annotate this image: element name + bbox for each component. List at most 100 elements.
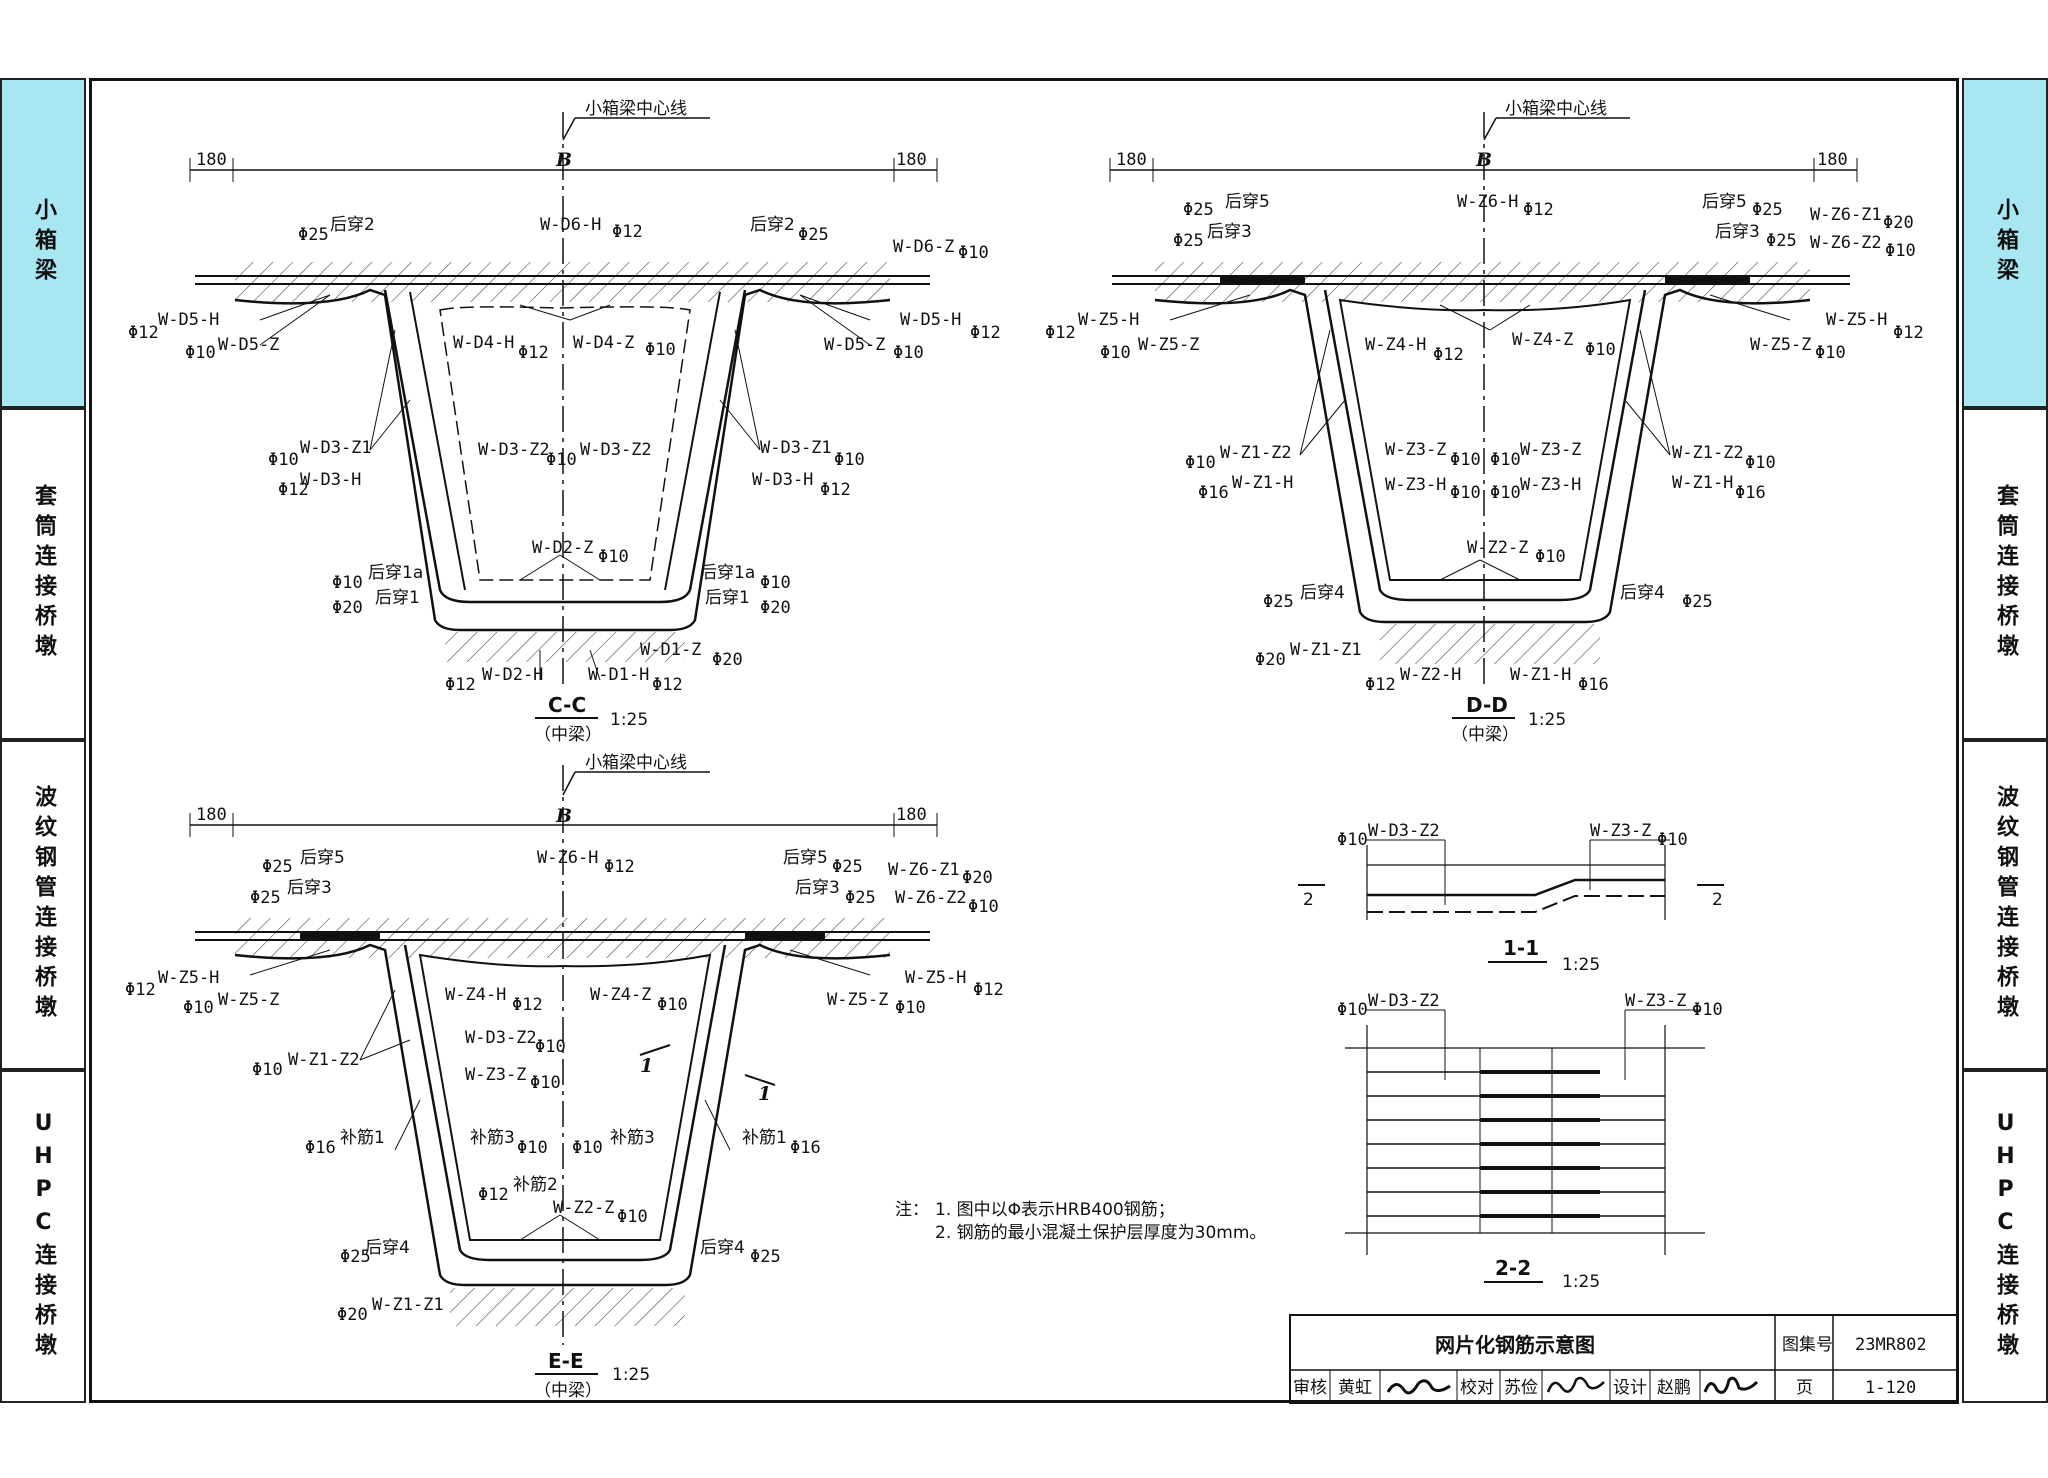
label: W-D2-Z [532,538,593,558]
label: Φ10 [1535,547,1566,567]
label: 后穿3 [1207,222,1252,242]
label: Φ12 [125,980,156,1000]
design-label: 设计 [1613,1378,1647,1398]
label: Φ10 [1745,453,1776,473]
page-no: 1-120 [1865,1378,1916,1398]
label: 补筋3 [470,1128,515,1148]
label: Φ12 [518,343,549,363]
label: W-Z5-H [158,968,219,988]
label: Φ12 [512,995,543,1015]
label: Φ10 [1185,453,1216,473]
label: W-Z1-H [1232,473,1293,493]
label: Φ10 [572,1138,603,1158]
side-tab-right-taotong[interactable]: 套筒连接桥墩 [1962,408,2048,740]
label: 补筋2 [513,1175,558,1195]
label: Φ10 [598,547,629,567]
label: W-D4-Z [573,333,634,353]
side-tab-right-bowen[interactable]: 波纹钢管连接桥墩 [1962,740,2048,1070]
side-tab-label: UHPC连接桥墩 [31,1110,56,1363]
label: W-Z3-Z [1590,821,1651,841]
section-scale: 1:25 [612,1365,650,1385]
notes-head: 注： [895,1200,929,1220]
label: 后穿2 [330,215,375,235]
dim-edge: 180 [1116,150,1147,170]
label: Φ25 [262,857,293,877]
label: Φ20 [332,598,363,618]
label: Φ12 [820,480,851,500]
label: Φ25 [750,1247,781,1267]
side-tab-label: 小箱梁 [1993,198,2018,288]
label: Φ12 [445,675,476,695]
dim-width: B [555,149,572,171]
label: W-D6-H [540,215,601,235]
label: Φ12 [652,675,683,695]
side-tab-right-uhpc[interactable]: UHPC连接桥墩 [1962,1070,2048,1403]
label: Φ25 [1263,592,1294,612]
label: 后穿1a [368,563,423,583]
label: W-D3-Z2 [1368,821,1440,841]
checker: 苏俭 [1504,1378,1538,1398]
label: 后穿5 [1702,192,1747,212]
signature-checker [1546,1376,1605,1393]
label: W-Z3-Z [465,1065,526,1085]
label: Φ12 [604,857,635,877]
label: 后穿4 [700,1238,745,1258]
section-scale: 1:25 [1562,1272,1600,1292]
label: 补筋3 [610,1128,655,1148]
side-tab-label: 小箱梁 [31,198,56,288]
designer: 赵鹏 [1657,1378,1691,1398]
label: 后穿2 [750,215,795,235]
drawing-title: 网片化钢筋示意图 [1435,1333,1595,1357]
label: W-Z1-Z1 [372,1295,444,1315]
dim-edge: 180 [1817,150,1848,170]
side-tab-left-taotong[interactable]: 套筒连接桥墩 [0,408,86,740]
label: Φ10 [834,450,865,470]
label: Φ25 [832,857,863,877]
label: W-Z1-H [1510,665,1571,685]
label: W-Z5-Z [218,990,279,1010]
side-tab-left-xiaoxiangliang[interactable]: 小箱梁 [0,78,86,408]
centerline-label: 小箱梁中心线 [1505,99,1607,119]
drawing-frame [89,78,1959,1403]
dim-width: B [555,805,572,827]
section-scale: 1:25 [1562,955,1600,975]
label: Φ10 [546,450,577,470]
label: W-Z5-Z [1750,335,1811,355]
label: W-D3-Z2 [580,440,652,460]
label: 后穿3 [287,878,332,898]
section-scale: 1:25 [1528,710,1566,730]
side-tab-left-uhpc[interactable]: UHPC连接桥墩 [0,1070,86,1403]
dim-edge: 180 [896,805,927,825]
label: Φ10 [1815,343,1846,363]
reviewer: 黄虹 [1338,1378,1372,1398]
label: Φ10 [517,1138,548,1158]
label: W-D1-H [588,665,649,685]
side-tab-left-bowen[interactable]: 波纹钢管连接桥墩 [0,740,86,1070]
label: Φ25 [1183,200,1214,220]
dim-edge: 180 [896,150,927,170]
label: Φ20 [1255,650,1286,670]
label: Φ16 [305,1138,336,1158]
label: Φ25 [1173,231,1204,251]
label: W-Z4-Z [1512,330,1573,350]
label: Φ20 [712,650,743,670]
label: Φ25 [845,888,876,908]
label: W-Z5-Z [827,990,888,1010]
label: W-Z6-Z1 [888,860,960,880]
section-cc: 小箱梁中心线 180 180 B 后穿2 [128,99,1001,745]
label: W-D3-Z1 [760,438,832,458]
section-scale: 1:25 [610,710,648,730]
label: Φ10 [1450,450,1481,470]
label: Φ10 [183,998,214,1018]
note-2: 2. 钢筋的最小混凝土保护层厚度为30mm。 [935,1223,1266,1243]
side-tab-right-xiaoxiangliang[interactable]: 小箱梁 [1962,78,2048,408]
label: W-D1-Z [640,640,701,660]
section-subtitle: （中梁） [534,1381,602,1401]
box-outline [234,288,891,632]
centerline-label: 小箱梁中心线 [585,99,687,119]
label: Φ10 [1692,1000,1723,1020]
label: Φ10 [1100,343,1131,363]
label: 后穿3 [795,878,840,898]
label: 补筋1 [742,1128,787,1148]
label: Φ10 [332,573,363,593]
